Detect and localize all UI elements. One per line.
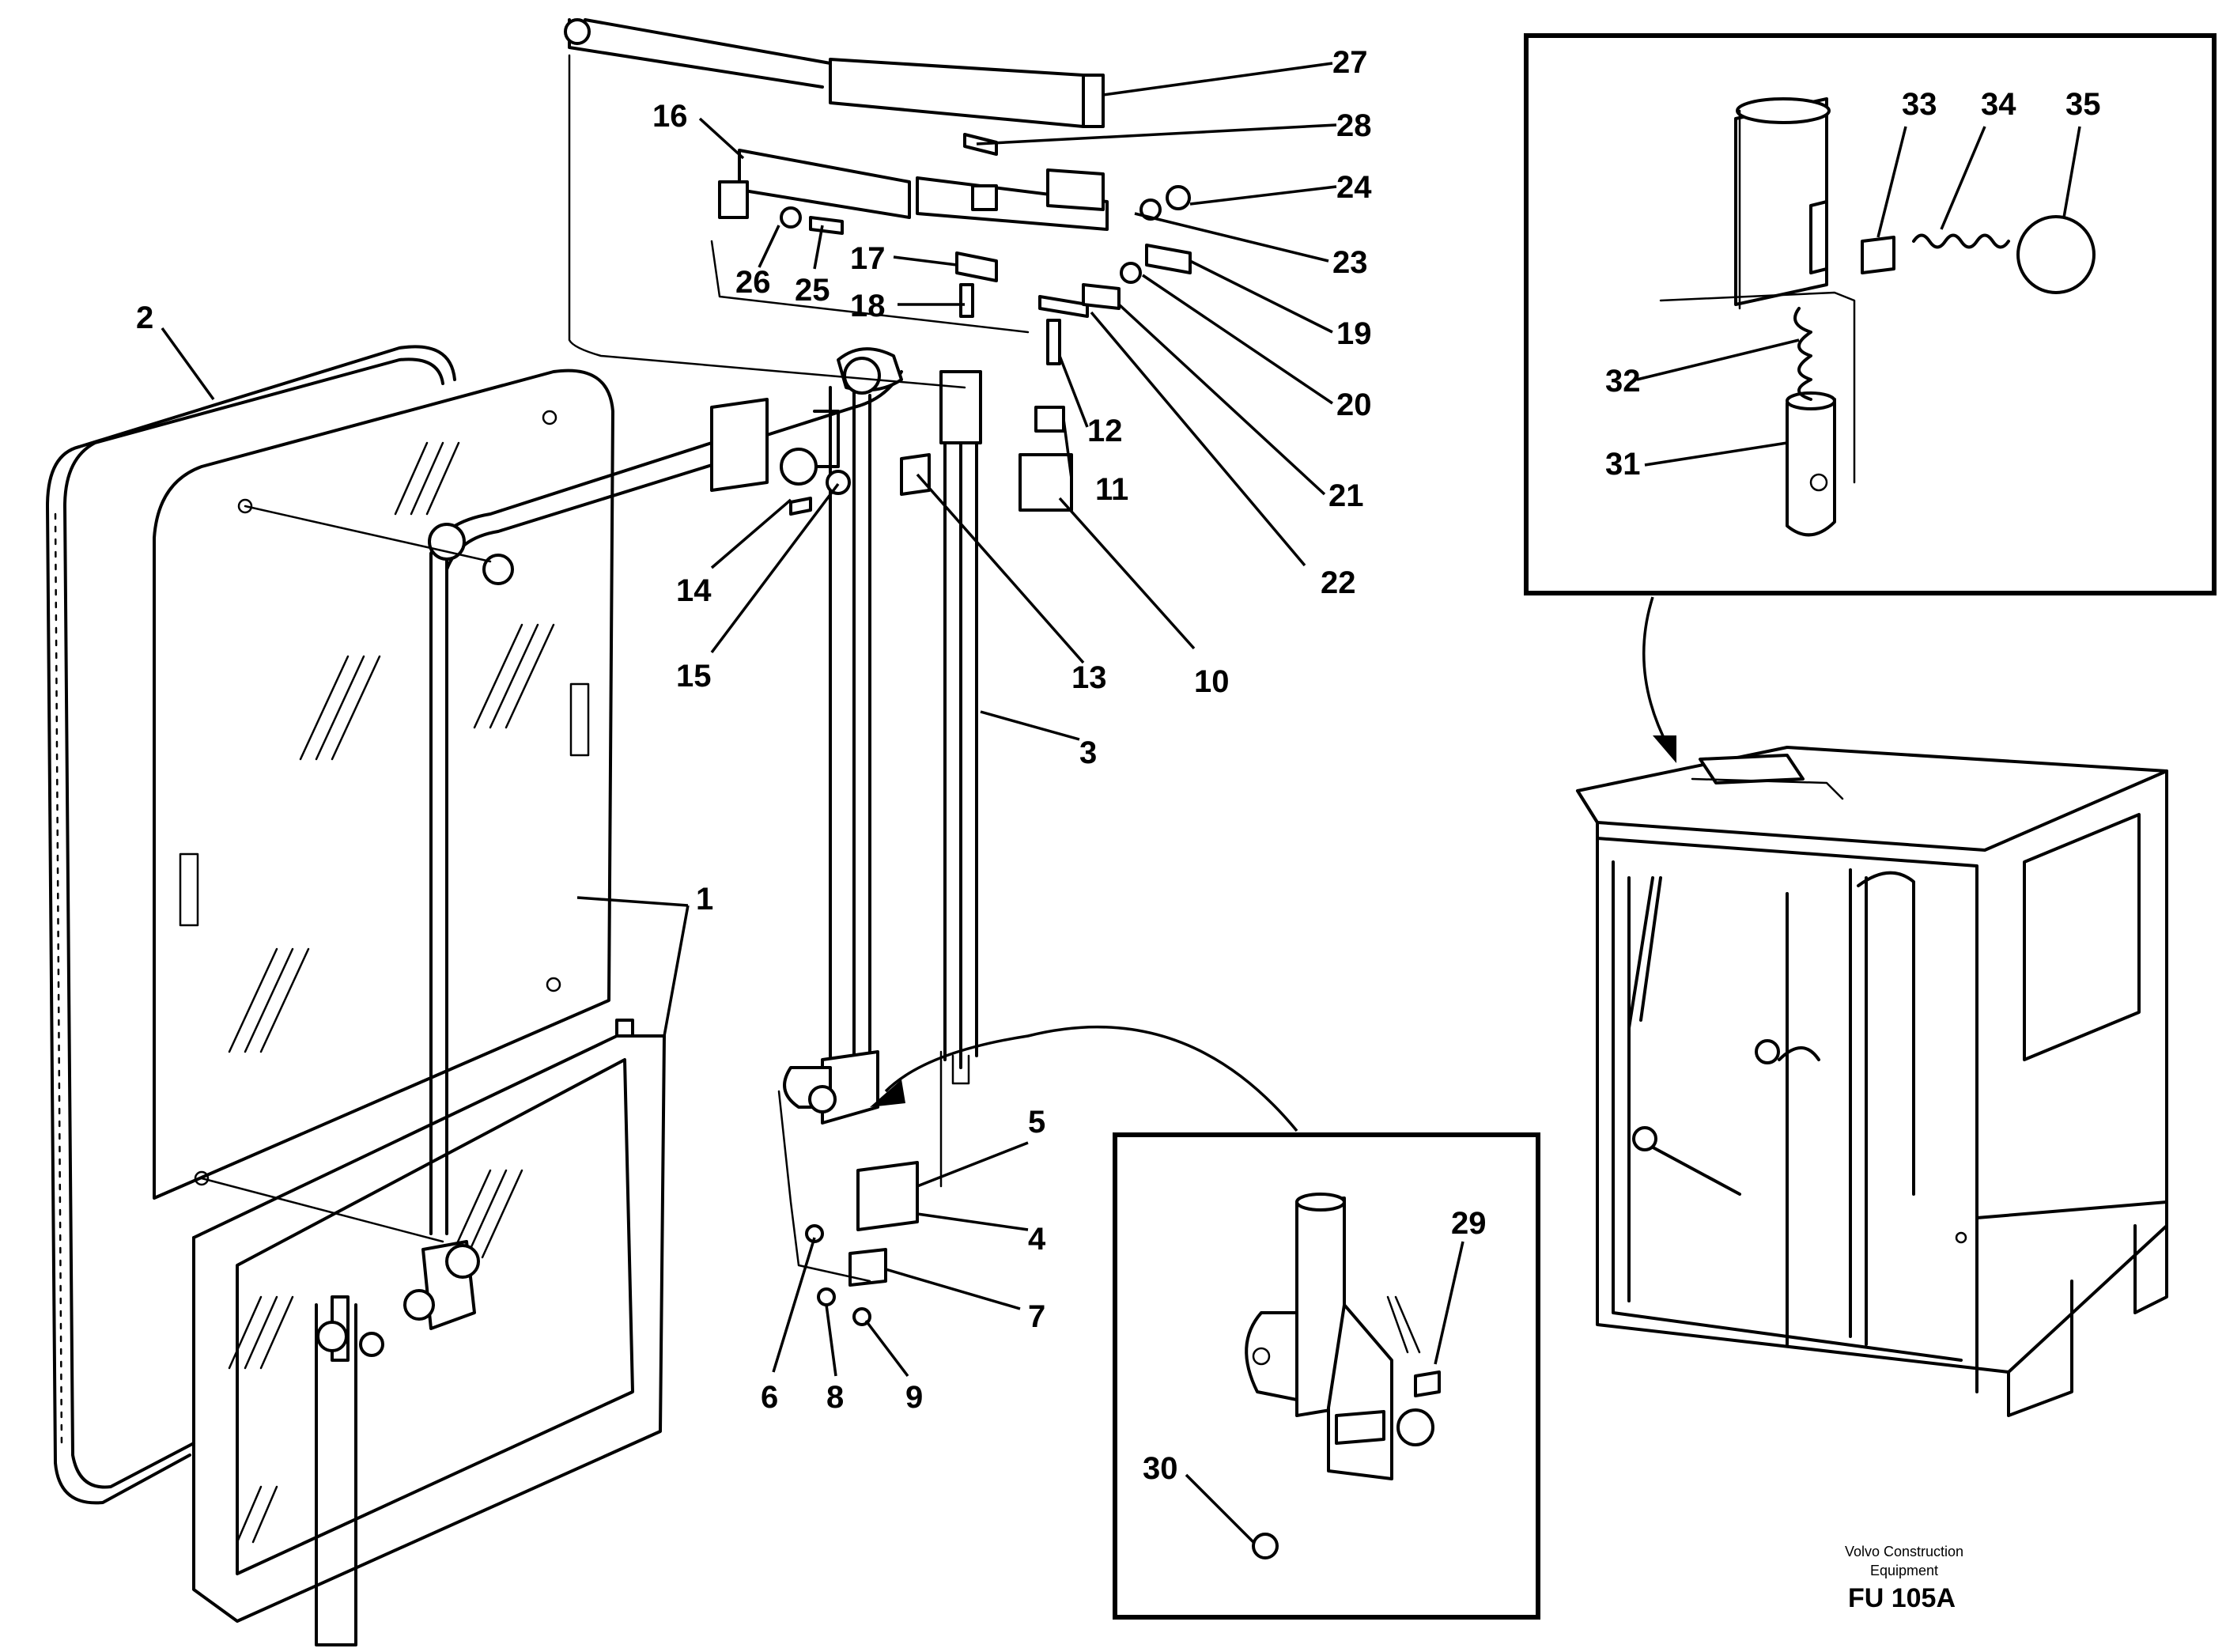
top-bracket-part-16 [738,149,1109,231]
gas-strut-part-3 [783,386,879,1125]
top-gas-strut-part-27 [564,18,1105,128]
callout-29: 29 [1451,1206,1487,1241]
callout-12: 12 [1087,414,1123,448]
small-hardware [718,133,1192,1326]
detail-box-upper [1524,33,2217,595]
drawing-code: FU 105A [1848,1583,1956,1613]
assembly-lines [200,54,1030,1283]
company-name-line2: Equipment [1870,1563,1938,1578]
callout-16: 16 [652,99,688,134]
cab-frame [1576,746,2168,1417]
callout-1: 1 [696,882,713,917]
callout-35: 35 [2065,87,2101,122]
lift-arm-rod [403,433,737,1330]
detail-box-lower [1113,1132,1540,1620]
callout-30: 30 [1143,1451,1178,1486]
callout-14: 14 [676,573,712,608]
callout-18: 18 [850,289,886,323]
callout-9: 9 [905,1380,923,1415]
callout-labels: 27 28 24 23 19 20 21 22 16 17 18 26 25 1… [136,45,2101,1486]
callout-19: 19 [1336,316,1372,351]
callout-28: 28 [1336,108,1372,143]
company-name-line1: Volvo Construction [1845,1544,1963,1559]
callout-26: 26 [735,265,771,300]
callout-10: 10 [1194,664,1230,699]
callout-13: 13 [1071,660,1107,695]
glass-panel-part-1 [153,369,614,1200]
callout-4: 4 [1028,1222,1046,1257]
lower-sash-frame [192,1019,666,1623]
callout-5: 5 [1028,1105,1045,1140]
upper-hinge-arm [710,347,903,492]
callout-22: 22 [1321,565,1356,600]
callout-34: 34 [1981,87,2016,122]
guide-rail [939,370,982,1085]
callout-6: 6 [761,1380,778,1415]
callout-15: 15 [676,659,712,694]
callout-27: 27 [1332,45,1368,80]
callout-11: 11 [1095,472,1128,507]
callout-8: 8 [826,1380,844,1415]
callout-32: 32 [1605,364,1641,399]
callout-25: 25 [795,273,830,308]
callout-24: 24 [1336,170,1372,205]
callout-2: 2 [136,301,153,335]
callout-33: 33 [1902,87,1937,122]
drawing-caption: Volvo Construction Equipment FU 105A [1845,1544,1963,1613]
detail-arrow-upper [1642,596,1676,763]
callout-23: 23 [1332,245,1368,280]
detail-arrow-lower [870,1025,1298,1132]
leader-lines [161,62,2081,1544]
callout-20: 20 [1336,387,1372,422]
callout-31: 31 [1605,447,1641,482]
sash-rail-left [315,1295,384,1646]
callout-3: 3 [1079,735,1097,770]
window-seal-part-2 [46,345,456,1505]
callout-17: 17 [850,241,886,276]
callout-21: 21 [1328,478,1364,513]
callout-7: 7 [1028,1299,1045,1334]
